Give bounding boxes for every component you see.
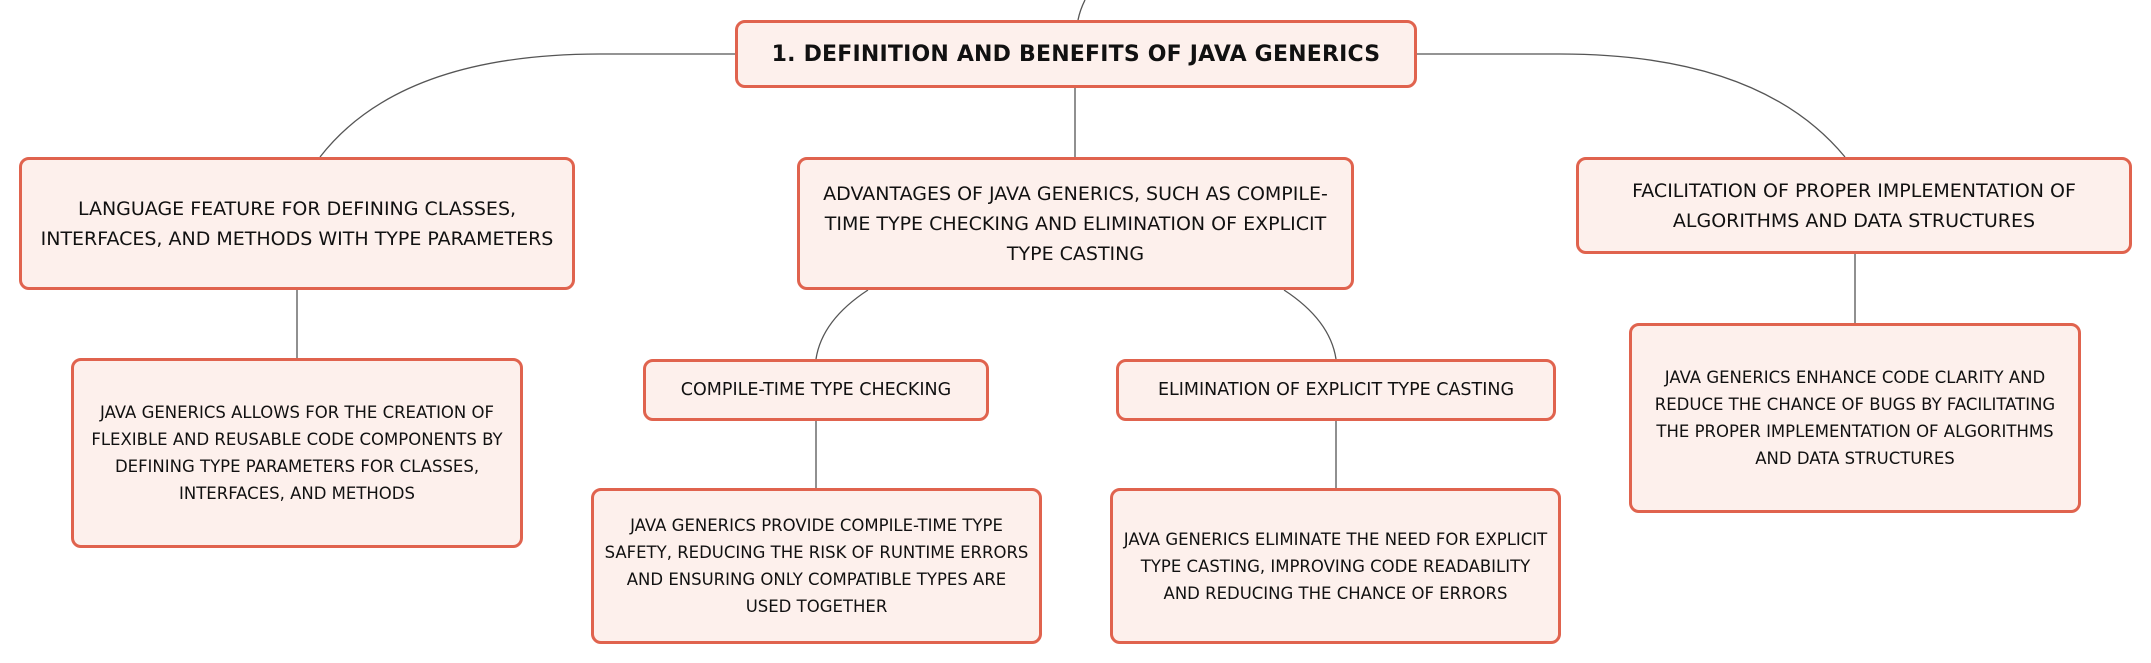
detail-elimination-of-casting-text: JAVA GENERICS ELIMINATE THE NEED FOR EXP…: [1123, 529, 1548, 603]
connector-center-to-cast: [1283, 289, 1337, 360]
connector-root-to-right: [1417, 53, 1846, 158]
detail-facilitation-text: JAVA GENERICS ENHANCE CODE CLARITY AND R…: [1654, 368, 2056, 468]
topic-facilitation[interactable]: FACILITATION OF PROPER IMPLEMENTATION OF…: [1576, 157, 2132, 254]
detail-language-feature-text: JAVA GENERICS ALLOWS FOR THE CREATION OF…: [91, 403, 503, 503]
topic-advantages-label: ADVANTAGES OF JAVA GENERICS, SUCH AS COM…: [823, 182, 1328, 265]
topic-advantages[interactable]: ADVANTAGES OF JAVA GENERICS, SUCH AS COM…: [797, 157, 1354, 290]
detail-facilitation[interactable]: JAVA GENERICS ENHANCE CODE CLARITY AND R…: [1629, 323, 2081, 513]
detail-elimination-of-casting[interactable]: JAVA GENERICS ELIMINATE THE NEED FOR EXP…: [1110, 488, 1561, 644]
topic-language-feature[interactable]: LANGUAGE FEATURE FOR DEFINING CLASSES, I…: [19, 157, 575, 290]
detail-compile-time-type-checking-text: JAVA GENERICS PROVIDE COMPILE-TIME TYPE …: [604, 516, 1029, 616]
root-topic[interactable]: 1. DEFINITION AND BENEFITS OF JAVA GENER…: [735, 20, 1417, 88]
topic-language-feature-label: LANGUAGE FEATURE FOR DEFINING CLASSES, I…: [40, 197, 554, 250]
connector-parent-to-root: [1077, 0, 1086, 21]
subtopic-compile-time-type-checking-label: COMPILE-TIME TYPE CHECKING: [680, 380, 952, 400]
subtopic-compile-time-type-checking[interactable]: COMPILE-TIME TYPE CHECKING: [643, 359, 989, 421]
subtopic-elimination-of-casting-label: ELIMINATION OF EXPLICIT TYPE CASTING: [1157, 380, 1515, 400]
connector-center-to-compile: [815, 289, 869, 360]
subtopic-elimination-of-casting[interactable]: ELIMINATION OF EXPLICIT TYPE CASTING: [1116, 359, 1556, 421]
root-topic-label: 1. DEFINITION AND BENEFITS OF JAVA GENER…: [771, 41, 1381, 67]
connector-root-to-left: [319, 53, 735, 158]
topic-facilitation-label: FACILITATION OF PROPER IMPLEMENTATION OF…: [1632, 179, 2076, 232]
detail-language-feature[interactable]: JAVA GENERICS ALLOWS FOR THE CREATION OF…: [71, 358, 523, 548]
detail-compile-time-type-checking[interactable]: JAVA GENERICS PROVIDE COMPILE-TIME TYPE …: [591, 488, 1042, 644]
